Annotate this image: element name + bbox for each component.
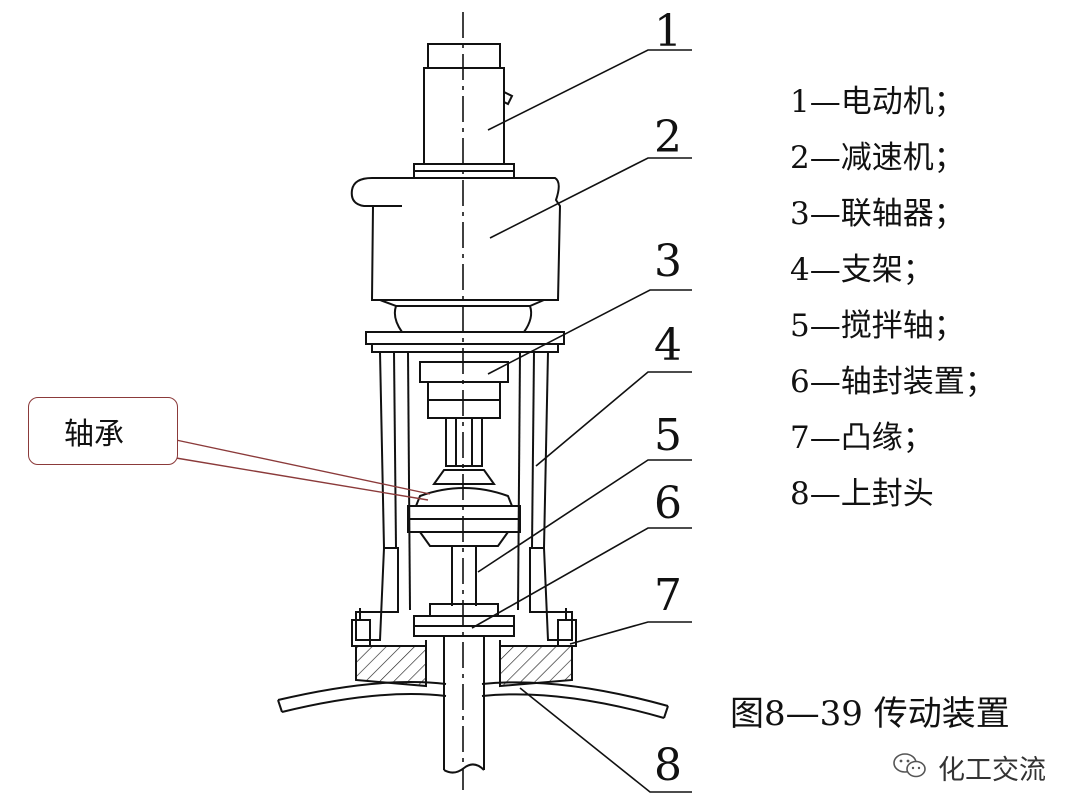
flange-base [351,547,577,688]
part-number-5: 5 [654,410,682,461]
legend-item-2: 2—减速机； [790,140,965,176]
legend-item-6: 6—轴封装置； [790,364,996,400]
legend-item-1: 1—电动机； [790,84,965,120]
legend-item-7: 7—凸缘； [790,420,934,456]
legend-item-3: 3—联轴器； [790,196,965,232]
leader-lines [471,49,692,793]
bearing-callout-leader [175,439,431,501]
watermark-text: 化工交流 [938,755,1046,786]
bearing [407,469,521,547]
figure-caption: 图8—39 传动装置 [730,694,1010,734]
part-number-6: 6 [654,478,682,529]
agitator-shaft [443,546,485,774]
part-number-8: 8 [654,740,682,791]
upper-head [277,681,669,719]
bearing-callout-label: 轴承 [64,417,124,452]
frame-top-flange [365,331,565,353]
reducer [350,177,562,333]
legend-item-8: 8—上封头 [790,476,934,512]
shaft-seal [413,603,515,637]
part-number-7: 7 [654,570,682,621]
part-number-4: 4 [654,320,682,371]
frame-legs [379,351,549,611]
part-number-labels: 1 2 3 4 5 6 7 8 [654,6,682,791]
part-number-2: 2 [654,112,682,163]
part-number-3: 3 [654,236,682,287]
motor [413,43,515,179]
legend-item-4: 4—支架； [790,252,934,288]
wechat-icon [893,753,926,778]
legend-item-5: 5—搅拌轴； [790,308,965,344]
coupling [419,361,509,467]
part-number-1: 1 [654,6,682,57]
bearing-callout-box [28,397,178,465]
